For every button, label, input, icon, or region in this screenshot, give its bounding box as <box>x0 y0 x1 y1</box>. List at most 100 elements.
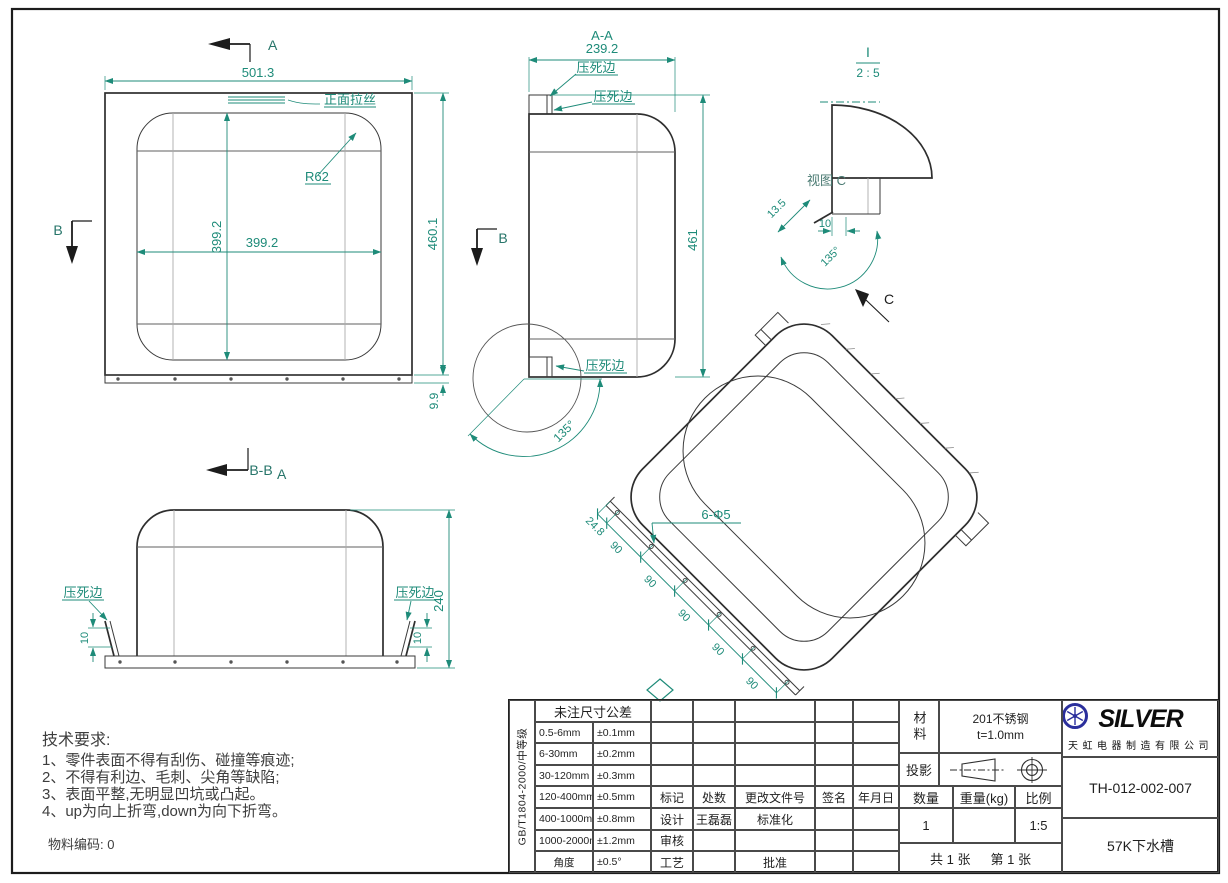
projection-label: 投影 <box>899 753 939 786</box>
technical-requirements: 技术要求: 1、零件表面不得有刮伤、碰撞等痕迹; 2、不得有利边、毛刺、尖角等缺… <box>42 726 482 820</box>
empty-cell <box>853 830 899 851</box>
empty-cell <box>853 808 899 830</box>
title-block: GB/T1804-2000/中等级 未注尺寸公差 0.5-6mm ±0.1mm … <box>508 699 1219 873</box>
empty-cell <box>651 765 693 786</box>
empty-cell <box>853 743 899 765</box>
qty-label: 数量 <box>899 786 953 808</box>
empty-cell <box>693 700 735 722</box>
empty-cell <box>853 765 899 786</box>
silver-logo: SIL VER <box>1063 703 1184 734</box>
iso-tab-top <box>754 311 789 347</box>
tol-range-5: 1000-2000mm <box>535 830 593 851</box>
logo-text-right: VER <box>1134 705 1183 733</box>
empty-cell <box>735 700 815 722</box>
iso-dim-90-2: 90 <box>641 573 658 590</box>
iso-dim-chain: 24.8 90 90 90 90 90 <box>583 501 789 699</box>
tech-item-3: 3、表面平整,无明显凹坑或凸起。 <box>42 786 265 803</box>
tol-range-2: 30-120mm <box>535 765 593 786</box>
aa-hem-label-2: 压死边 <box>593 89 632 104</box>
section-bb-view: B-B A 压死边 压死边 10 10 <box>62 448 455 669</box>
sheet-border <box>10 7 1221 875</box>
bb-dim-left: 10 <box>79 613 112 662</box>
bb-title: B-B <box>249 462 272 478</box>
tol-value-3: ±0.5mm <box>593 786 651 808</box>
detail-angle: 135° <box>819 245 844 270</box>
bb-sub: A <box>277 466 287 482</box>
sheet-total: 共 1 张 <box>930 851 971 867</box>
aa-dim-height: 461 <box>685 229 700 251</box>
view-c-label: 视图 C <box>807 173 846 188</box>
empty-cell <box>735 830 815 851</box>
iso-dim-90-5: 90 <box>743 675 760 692</box>
front-dims: 501.3 399.2 399.2 460.1 9.9 <box>104 65 449 409</box>
empty-cell <box>815 830 853 851</box>
tol-value-1: ±0.2mm <box>593 743 651 765</box>
section-letter-b: B <box>53 222 62 238</box>
tech-item-2: 2、不得有利边、毛刺、尖角等缺陷; <box>42 769 280 786</box>
rev-count: 处数 <box>693 786 735 808</box>
empty-cell <box>693 743 735 765</box>
label-brushed: 正面拉丝 <box>324 92 376 107</box>
bb-hem-label-right: 压死边 <box>395 585 434 600</box>
empty-cell <box>815 743 853 765</box>
aa-hem-label-3: 压死边 <box>585 358 624 373</box>
section-letter-b2: B <box>498 230 507 246</box>
detail-i-view: I 2 : 5 13.5 10 135° 视图 C <box>765 44 933 290</box>
sheet-count-cell: 共 1 张 第 1 张 <box>899 843 1062 873</box>
empty-cell <box>853 851 899 873</box>
tol-value-5: ±1.2mm <box>593 830 651 851</box>
tol-range-4: 400-1000mm <box>535 808 593 830</box>
tolerance-standard: GB/T1804-2000/中等级 <box>516 727 529 846</box>
material-label-cell: 材料 <box>899 700 939 753</box>
detail-title: I <box>866 44 870 60</box>
logo-wheel-icon <box>1063 703 1088 729</box>
qty-value: 1 <box>899 808 953 843</box>
view-c-letter: C <box>884 291 894 307</box>
section-mark-b: B <box>53 220 92 264</box>
label-radius: R62 <box>305 169 329 184</box>
tolerance-header: 未注尺寸公差 <box>535 700 651 722</box>
tol-range-6: 角度 <box>535 851 593 873</box>
design-label: 设计 <box>651 808 693 830</box>
rev-doc: 更改文件号 <box>735 786 815 808</box>
material-thickness: t=1.0mm <box>976 727 1024 742</box>
material-code-label: 物料编码: <box>48 837 104 852</box>
empty-cell <box>853 722 899 743</box>
company-name: 天虹电器制造有限公司 <box>1068 741 1213 752</box>
dim-inner-h: 399.2 <box>209 221 224 254</box>
empty-cell <box>815 700 853 722</box>
iso-hem-ticks <box>820 323 979 474</box>
tol-value-2: ±0.3mm <box>593 765 651 786</box>
rev-sign: 签名 <box>815 786 853 808</box>
scale-label: 比例 <box>1015 786 1062 808</box>
bb-flange-holes <box>118 660 399 664</box>
empty-cell <box>815 765 853 786</box>
projection-symbol-cell <box>939 753 1062 786</box>
empty-cell <box>853 700 899 722</box>
empty-cell <box>735 722 815 743</box>
tech-item-1: 1、零件表面不得有刮伤、碰撞等痕迹; <box>42 752 295 769</box>
view-c-arrow: C <box>855 289 894 323</box>
section-mark-b2: B <box>471 228 508 266</box>
dim-inner-w: 399.2 <box>246 235 279 250</box>
scale-value: 1:5 <box>1015 808 1062 843</box>
tol-range-3: 120-400mm <box>535 786 593 808</box>
tol-value-6: ±0.5° <box>593 851 651 873</box>
iso-dim-90-3: 90 <box>675 607 692 624</box>
material-code: 物料编码: 0 <box>48 834 114 853</box>
drawing-number: TH-012-002-007 <box>1062 757 1219 818</box>
sheet-number: 第 1 张 <box>990 851 1031 867</box>
section-aa-view: A-A 239.2 压死边 压死边 压死边 461 B 135° <box>467 28 710 457</box>
approve-label: 批准 <box>735 851 815 873</box>
tol-range-1: 6-30mm <box>535 743 593 765</box>
tol-value-0: ±0.1mm <box>593 722 651 743</box>
bb-dim-right: 10 <box>408 613 432 662</box>
aa-hem-label-1: 压死边 <box>576 60 615 75</box>
front-flange-holes <box>116 377 401 381</box>
iso-dim-90-1: 90 <box>607 539 624 556</box>
empty-cell <box>815 808 853 830</box>
brushed-surface-mark <box>228 96 285 104</box>
logo-text-left: SIL <box>1098 705 1135 733</box>
iso-dim-90-4: 90 <box>709 641 726 658</box>
